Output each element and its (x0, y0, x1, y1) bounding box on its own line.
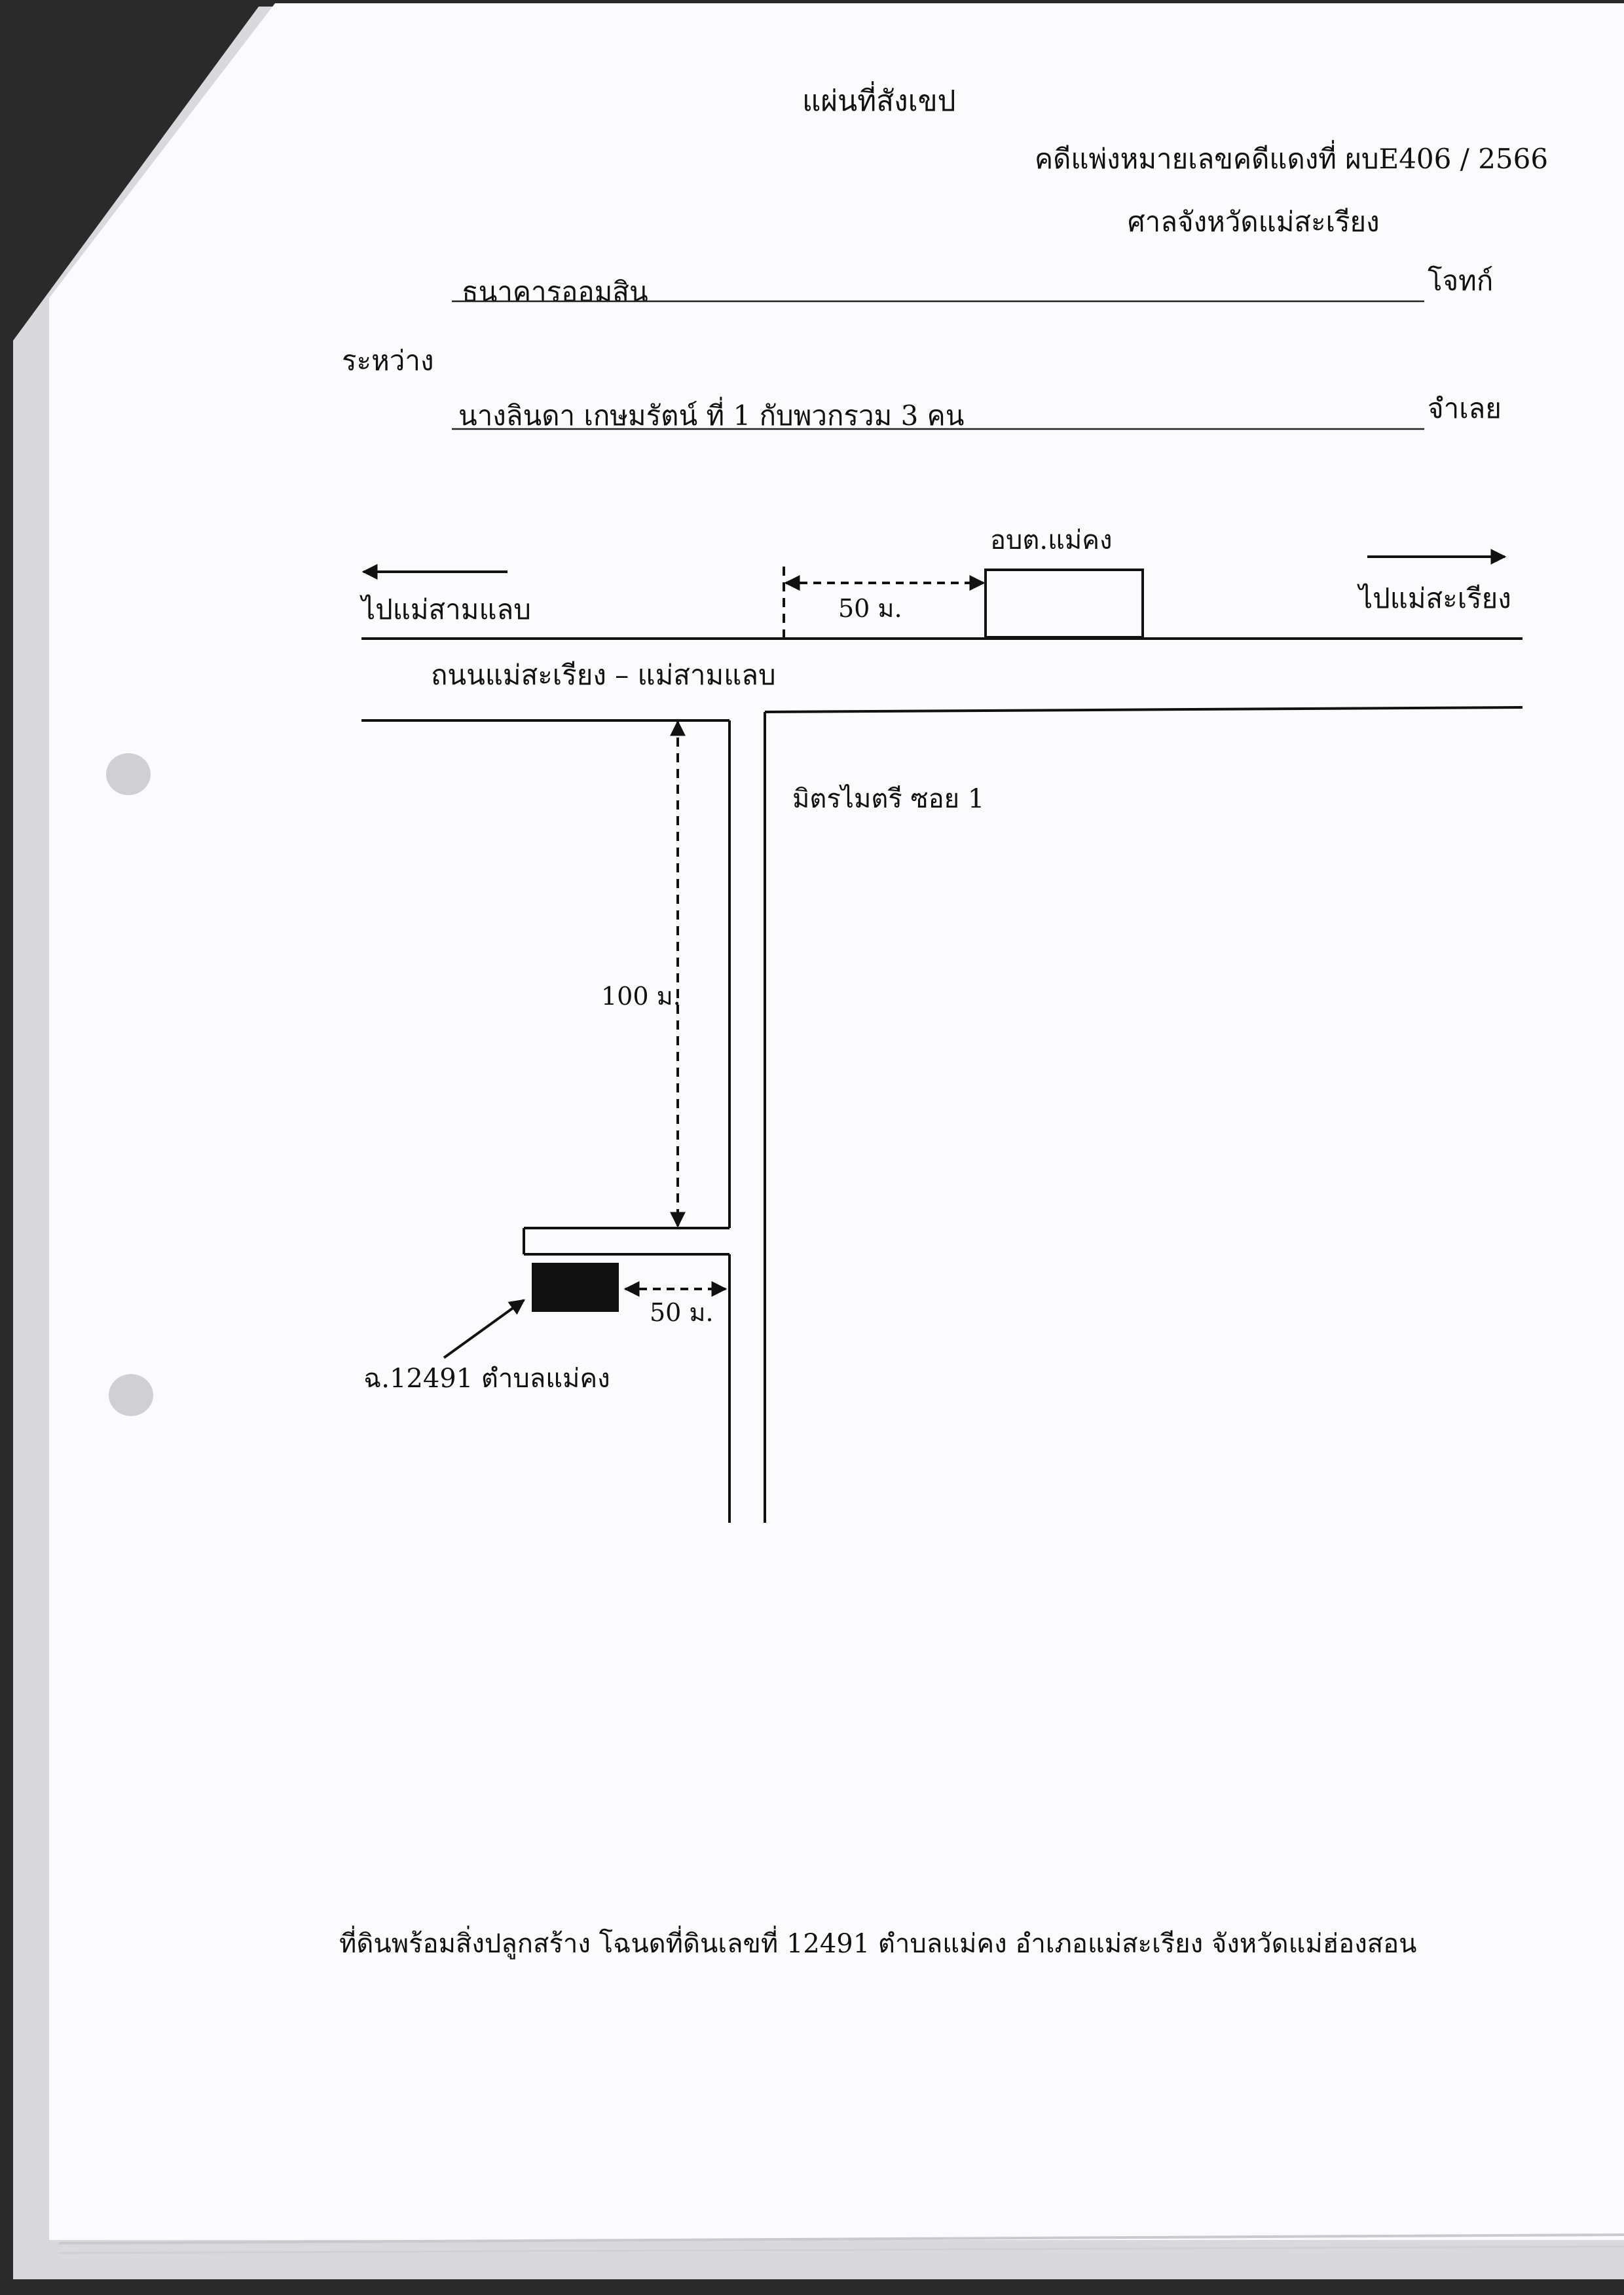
punch-hole (109, 1374, 153, 1416)
land-description: ที่ดินพร้อมสิ่งปลูกสร้าง โฉนดที่ดินเลขที… (339, 1929, 1417, 1959)
to-left-label: ไปแม่สามแลบ (361, 593, 531, 625)
main-road-label: ถนนแม่สะเรียง – แม่สามแลบ (431, 659, 776, 691)
to-right-label: ไปแม่สะเรียง (1359, 582, 1511, 614)
landmark-distance-label: 50 ม. (838, 594, 902, 623)
between-label: ระหว่าง (342, 345, 434, 377)
court-name: ศาลจังหวัดแม่สะเรียง (1128, 206, 1380, 238)
plot-pointer-arrow (443, 1299, 525, 1359)
paper-sheet (49, 3, 1624, 2240)
side-road-distance-label: 100 ม. (601, 982, 681, 1011)
paper-edge-line (58, 2233, 1624, 2245)
defendant-role: จำเลย (1428, 392, 1502, 424)
plot-distance-label: 50 ม. (650, 1298, 714, 1327)
document-title: แผ่นที่สังเขป (802, 84, 956, 118)
landmark-building (984, 569, 1144, 639)
side-road-label: มิตรไมตรี ซอย 1 (792, 784, 985, 814)
paper-edge-line (58, 2245, 1624, 2254)
land-plot (532, 1263, 619, 1312)
plot-label: ฉ.12491 ตำบลแม่คง (363, 1364, 610, 1394)
case-number: คดีแพ่งหมายเลขคดีแดงที่ ผบE406 / 2566 (1035, 143, 1549, 175)
defendant-name: นางลินดา เกษมรัตน์ ที่ 1 กับพวกรวม 3 คน (458, 400, 965, 432)
punch-hole (106, 753, 151, 795)
main-road-edge-bottom-right (764, 706, 1523, 713)
plaintiff-role: โจทก์ (1428, 265, 1494, 297)
landmark-label: อบต.แม่คง (990, 525, 1113, 555)
